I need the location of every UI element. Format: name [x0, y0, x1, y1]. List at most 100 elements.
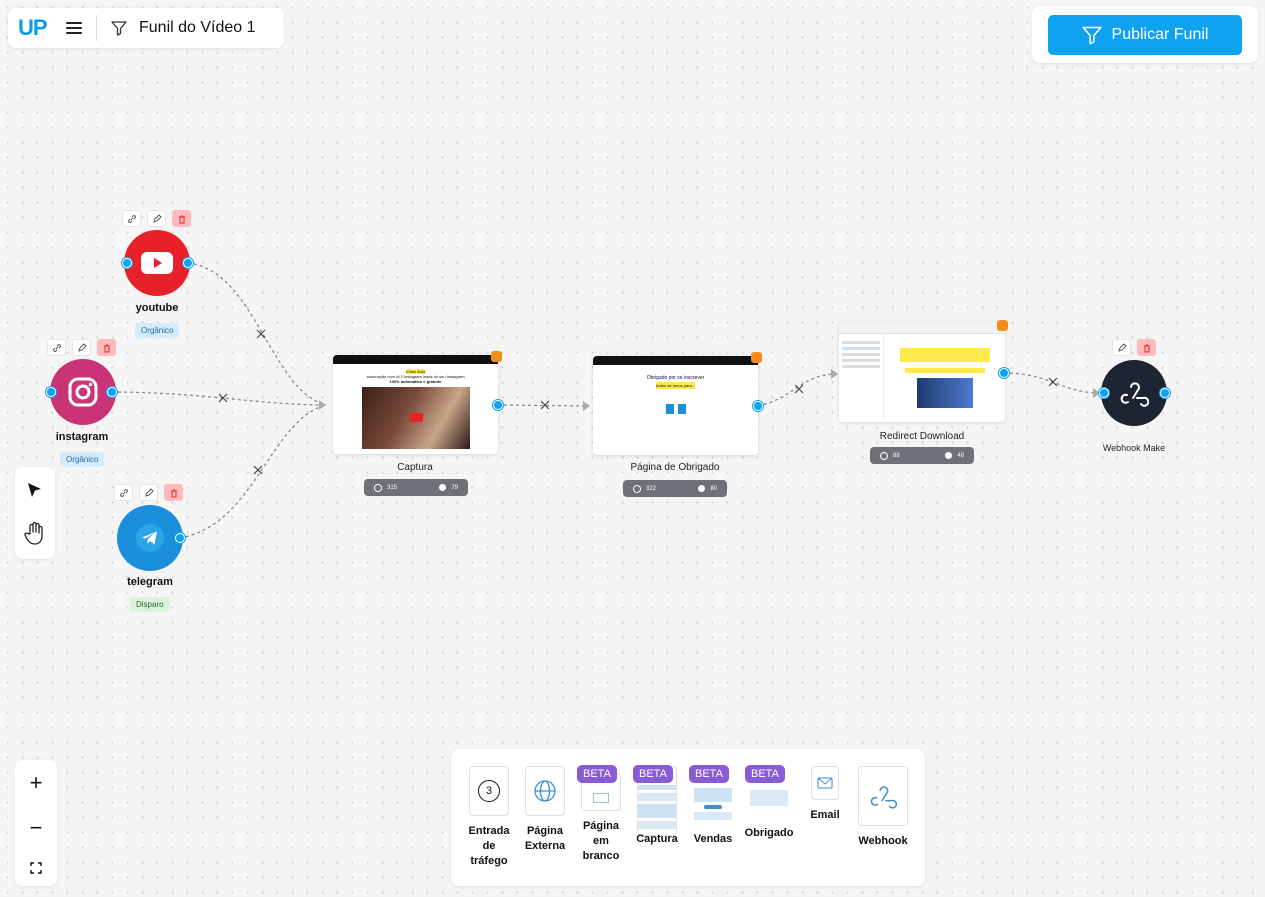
link-icon[interactable] — [47, 339, 66, 356]
visits-icon — [374, 483, 382, 492]
funnel-icon — [111, 21, 127, 36]
visits-icon — [880, 451, 888, 460]
source-label-instagram: instagram — [55, 431, 109, 443]
link-badge-icon[interactable] — [491, 351, 502, 362]
trash-icon[interactable] — [164, 484, 183, 501]
source-tag-instagram: Orgânico — [60, 452, 105, 467]
publish-label: Publicar Funil — [1111, 26, 1209, 43]
webhook-icon — [1120, 382, 1149, 407]
port-obrigado-right[interactable] — [753, 401, 763, 411]
edge-telegram-captura — [179, 404, 327, 539]
edit-icon[interactable] — [147, 210, 166, 227]
palette-item-email[interactable]: Email — [801, 759, 849, 876]
link-badge-icon[interactable] — [751, 352, 762, 363]
webhook-label: Webhook Make — [1102, 443, 1166, 453]
page-node-captura[interactable]: Vídeo Aula automação com IA 2 Instagram … — [333, 355, 498, 454]
captura-heading: Vídeo Aula — [405, 369, 426, 374]
edge-instagram-captura — [111, 391, 327, 406]
trash-icon[interactable] — [97, 339, 116, 356]
palette-item-external-page[interactable]: Página Externa — [521, 759, 569, 876]
link-icon[interactable] — [114, 484, 133, 501]
divider — [96, 15, 97, 41]
source-node-telegram[interactable] — [117, 505, 183, 571]
trash-icon[interactable] — [172, 210, 191, 227]
edge-delete-icon — [1048, 377, 1058, 387]
page-label-obrigado: Página de Obrigado — [630, 462, 720, 473]
edit-icon[interactable] — [72, 339, 91, 356]
port-instagram-left[interactable] — [46, 387, 56, 397]
webhook-node[interactable] — [1101, 360, 1167, 426]
port-captura-right[interactable] — [493, 400, 503, 410]
port-webhook-left[interactable] — [1099, 388, 1109, 398]
node-actions-instagram — [47, 339, 116, 356]
source-node-instagram[interactable] — [50, 359, 116, 425]
stats-obrigado: 322 80 — [623, 480, 727, 497]
source-tag-youtube: Orgânico — [135, 323, 180, 338]
hand-icon[interactable] — [24, 521, 46, 545]
webhook-icon — [858, 766, 908, 826]
beta-badge: BETA — [689, 765, 729, 783]
app-logo[interactable]: UP — [18, 15, 48, 40]
port-youtube-left[interactable] — [122, 258, 132, 268]
edge-redirect-webhook — [1003, 372, 1099, 394]
trash-icon[interactable] — [1137, 339, 1156, 356]
component-palette: 3 Entrada de tráfego Página Externa BETA… — [451, 749, 925, 886]
link-icon[interactable] — [122, 210, 141, 227]
port-redirect-right[interactable] — [999, 368, 1009, 378]
palette-item-webhook[interactable]: Webhook — [857, 759, 909, 876]
captura-subtext: automação com IA 2 Instagram leads do se… — [366, 374, 465, 379]
canvas-tools — [15, 467, 55, 559]
palette-item-thanks[interactable]: BETA Obrigado — [745, 759, 793, 876]
stats-captura: 315 79 — [364, 479, 468, 496]
captura-highlight: 100% automático e gratuito — [389, 379, 442, 384]
captura-video-thumbnail — [361, 387, 470, 449]
edit-icon[interactable] — [139, 484, 158, 501]
globe-icon — [525, 766, 565, 816]
beta-badge: BETA — [577, 765, 617, 783]
obrigado-highlight: Antes de irmos para... — [655, 382, 696, 389]
edit-icon[interactable] — [1112, 339, 1131, 356]
link-badge-icon[interactable] — [997, 320, 1008, 331]
source-node-youtube[interactable] — [124, 230, 190, 296]
page-node-obrigado[interactable]: Obrigado por se inscrever Antes de irmos… — [593, 356, 758, 455]
port-webhook-right[interactable] — [1160, 388, 1170, 398]
edge-youtube-captura — [187, 262, 327, 406]
edge-captura-obrigado — [497, 404, 589, 407]
conversions-icon — [945, 452, 953, 459]
page-label-redirect: Redirect Download — [879, 431, 965, 442]
zoom-in-icon[interactable]: + — [29, 769, 43, 795]
page-node-redirect[interactable] — [839, 322, 1005, 422]
funnel-title[interactable]: Funil do Vídeo 1 — [139, 19, 256, 36]
palette-item-blank-page[interactable]: BETA Página em branco — [577, 759, 625, 876]
source-tag-telegram: Disparo — [130, 597, 170, 612]
source-label-telegram: telegram — [127, 576, 173, 588]
edge-obrigado-redirect — [757, 373, 837, 407]
palette-item-capture[interactable]: BETA Captura — [633, 759, 681, 876]
source-label-youtube: youtube — [135, 302, 179, 314]
port-telegram-right[interactable] — [175, 533, 185, 543]
pointer-icon[interactable] — [25, 481, 45, 501]
publish-panel: Publicar Funil — [1032, 6, 1258, 63]
palette-item-traffic[interactable]: 3 Entrada de tráfego — [465, 759, 513, 876]
beta-badge: BETA — [745, 765, 785, 783]
node-actions-telegram — [114, 484, 183, 501]
zoom-out-icon[interactable]: − — [29, 814, 43, 840]
port-instagram-right[interactable] — [107, 387, 117, 397]
edge-delete-icon — [256, 329, 266, 339]
conversions-icon — [439, 484, 447, 491]
zoom-controls: + − — [15, 760, 57, 886]
visits-icon — [633, 484, 641, 493]
stats-redirect: 88 48 — [870, 447, 974, 464]
node-actions-webhook — [1112, 339, 1156, 356]
telegram-icon — [136, 524, 164, 552]
instagram-icon — [68, 377, 98, 407]
edge-delete-icon — [253, 465, 263, 475]
palette-item-sales[interactable]: BETA Vendas — [689, 759, 737, 876]
publish-button[interactable]: Publicar Funil — [1048, 15, 1242, 55]
port-youtube-right[interactable] — [183, 258, 193, 268]
top-bar: UP Funil do Vídeo 1 — [8, 8, 284, 48]
menu-icon[interactable] — [66, 22, 82, 34]
edge-delete-icon — [794, 384, 804, 394]
edge-delete-icon — [218, 393, 228, 403]
fit-view-icon[interactable] — [30, 862, 42, 875]
